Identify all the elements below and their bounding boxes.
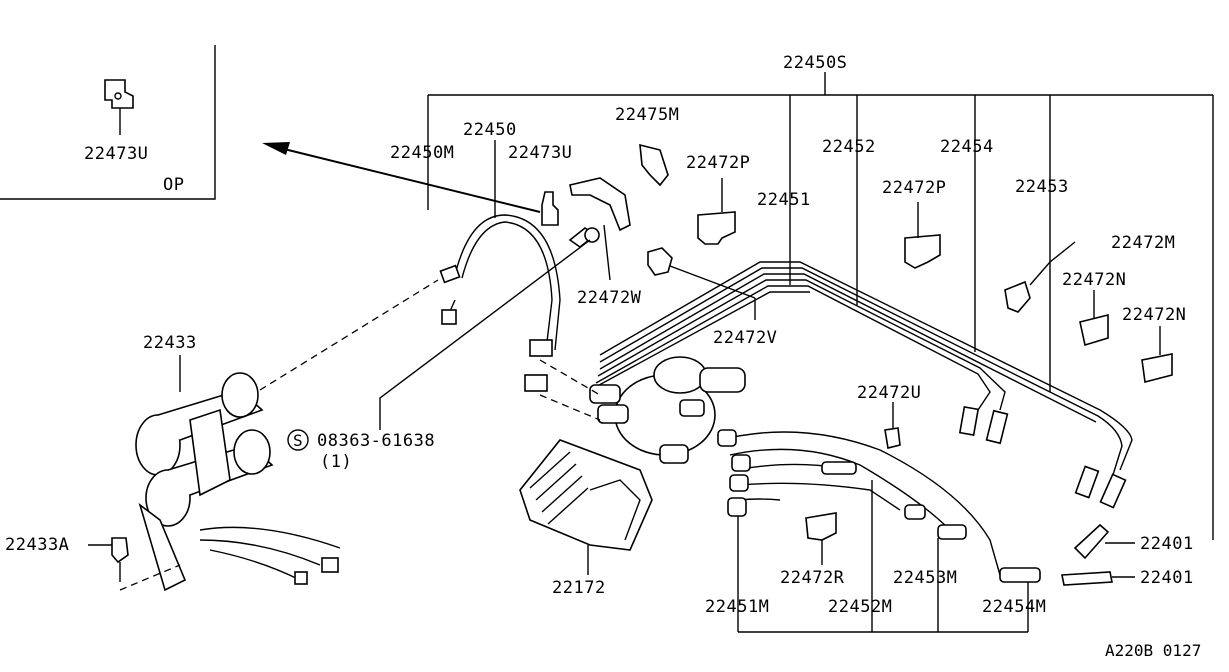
label-22450M: 22450M: [390, 143, 454, 163]
label-22473U-inset: 22473U: [84, 144, 148, 164]
label-22454: 22454: [940, 137, 994, 157]
part-22472W: [569, 177, 631, 281]
label-22472N-a: 22472N: [1062, 270, 1126, 290]
label-22451M: 22451M: [705, 597, 769, 617]
harness-bracket: [427, 72, 1214, 540]
label-22401-b: 22401: [1140, 568, 1194, 588]
label-22472W: 22472W: [577, 288, 642, 308]
part-22433A: [88, 537, 129, 582]
ignition-coil: [119, 279, 439, 592]
label-22452: 22452: [822, 137, 876, 157]
inset-arrow: [262, 142, 541, 213]
distributor: [539, 356, 746, 464]
label-22472U: 22472U: [857, 383, 921, 403]
part-22472R: [805, 512, 837, 565]
label-22472R: 22472R: [780, 568, 845, 588]
part-bolt: [568, 227, 600, 248]
part-22472N-a: [1079, 290, 1109, 347]
part-22472N-b: [1141, 326, 1173, 384]
spark-plug-b: [1061, 571, 1135, 586]
spark-plug-a: [1073, 523, 1135, 560]
screw-leader: [287, 239, 591, 451]
option-label: OP: [163, 175, 184, 195]
label-08363-qty: (1): [320, 452, 352, 472]
label-22472P-a: 22472P: [686, 153, 750, 173]
label-22450S: 22450S: [783, 53, 847, 73]
label-22433: 22433: [143, 333, 197, 353]
label-22475M: 22475M: [615, 105, 679, 125]
label-22172: 22172: [552, 578, 606, 598]
part-22472P-a: [697, 178, 736, 245]
label-22472N-b: 22472N: [1122, 305, 1186, 325]
part-labels: 22450S 22450 22450M 22473U 22475M 22472P…: [5, 53, 1201, 660]
harness-bundle: [589, 261, 1133, 509]
label-22451: 22451: [757, 190, 811, 210]
label-22472P-b: 22472P: [882, 178, 946, 198]
label-22472M: 22472M: [1111, 233, 1175, 253]
control-unit-22172: [519, 439, 653, 575]
label-22454M: 22454M: [982, 597, 1046, 617]
part-22472P-b: [904, 202, 941, 269]
part-22475M: [639, 143, 669, 187]
label-22452M: 22452M: [828, 597, 892, 617]
part-22472V: [647, 247, 756, 320]
inset-bracket-part: [104, 79, 134, 109]
label-22450: 22450: [463, 120, 517, 140]
lower-wires: [717, 429, 1041, 633]
label-08363: 08363-61638: [317, 431, 435, 451]
label-22453: 22453: [1015, 177, 1069, 197]
label-22473U: 22473U: [508, 143, 572, 163]
part-22473U: [541, 191, 559, 226]
part-22472M: [1004, 241, 1076, 313]
label-08363-symbol: S: [293, 431, 303, 450]
option-inset: 22473U OP: [0, 45, 216, 200]
label-22401-a: 22401: [1140, 534, 1194, 554]
label-22453M: 22453M: [893, 568, 957, 588]
label-22433A: 22433A: [5, 535, 69, 555]
label-22472V: 22472V: [713, 328, 777, 348]
part-22472U: [884, 402, 901, 449]
coil-wire-22450: [439, 214, 561, 392]
diagram-code: A220B 0127: [1105, 641, 1201, 660]
